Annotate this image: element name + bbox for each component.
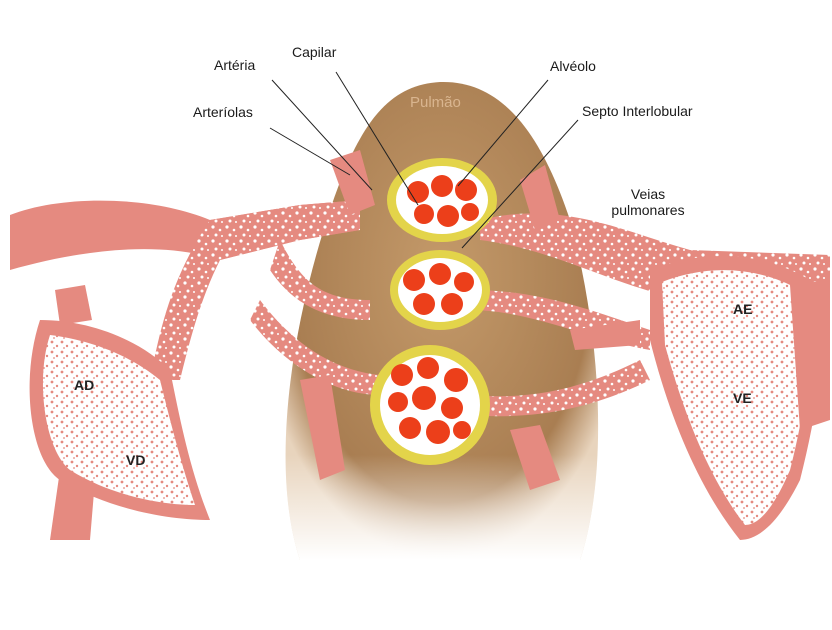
lung-label: Pulmão [410, 94, 461, 111]
chamber-ae: AE [733, 301, 752, 317]
chamber-ve: VE [733, 390, 752, 406]
label-veias-line2: pulmonares [598, 202, 698, 218]
label-veias-pulmonares: Veias pulmonares [598, 186, 698, 218]
label-arteria: Artéria [214, 57, 255, 73]
label-capilar: Capilar [292, 44, 336, 60]
chamber-ad: AD [74, 377, 94, 393]
label-septo-interlobular: Septo Interlobular [582, 103, 693, 119]
label-arteriolas: Arteríolas [193, 104, 253, 120]
chamber-vd: VD [126, 452, 145, 468]
label-veias-line1: Veias [598, 186, 698, 202]
label-alveolo: Alvéolo [550, 58, 596, 74]
